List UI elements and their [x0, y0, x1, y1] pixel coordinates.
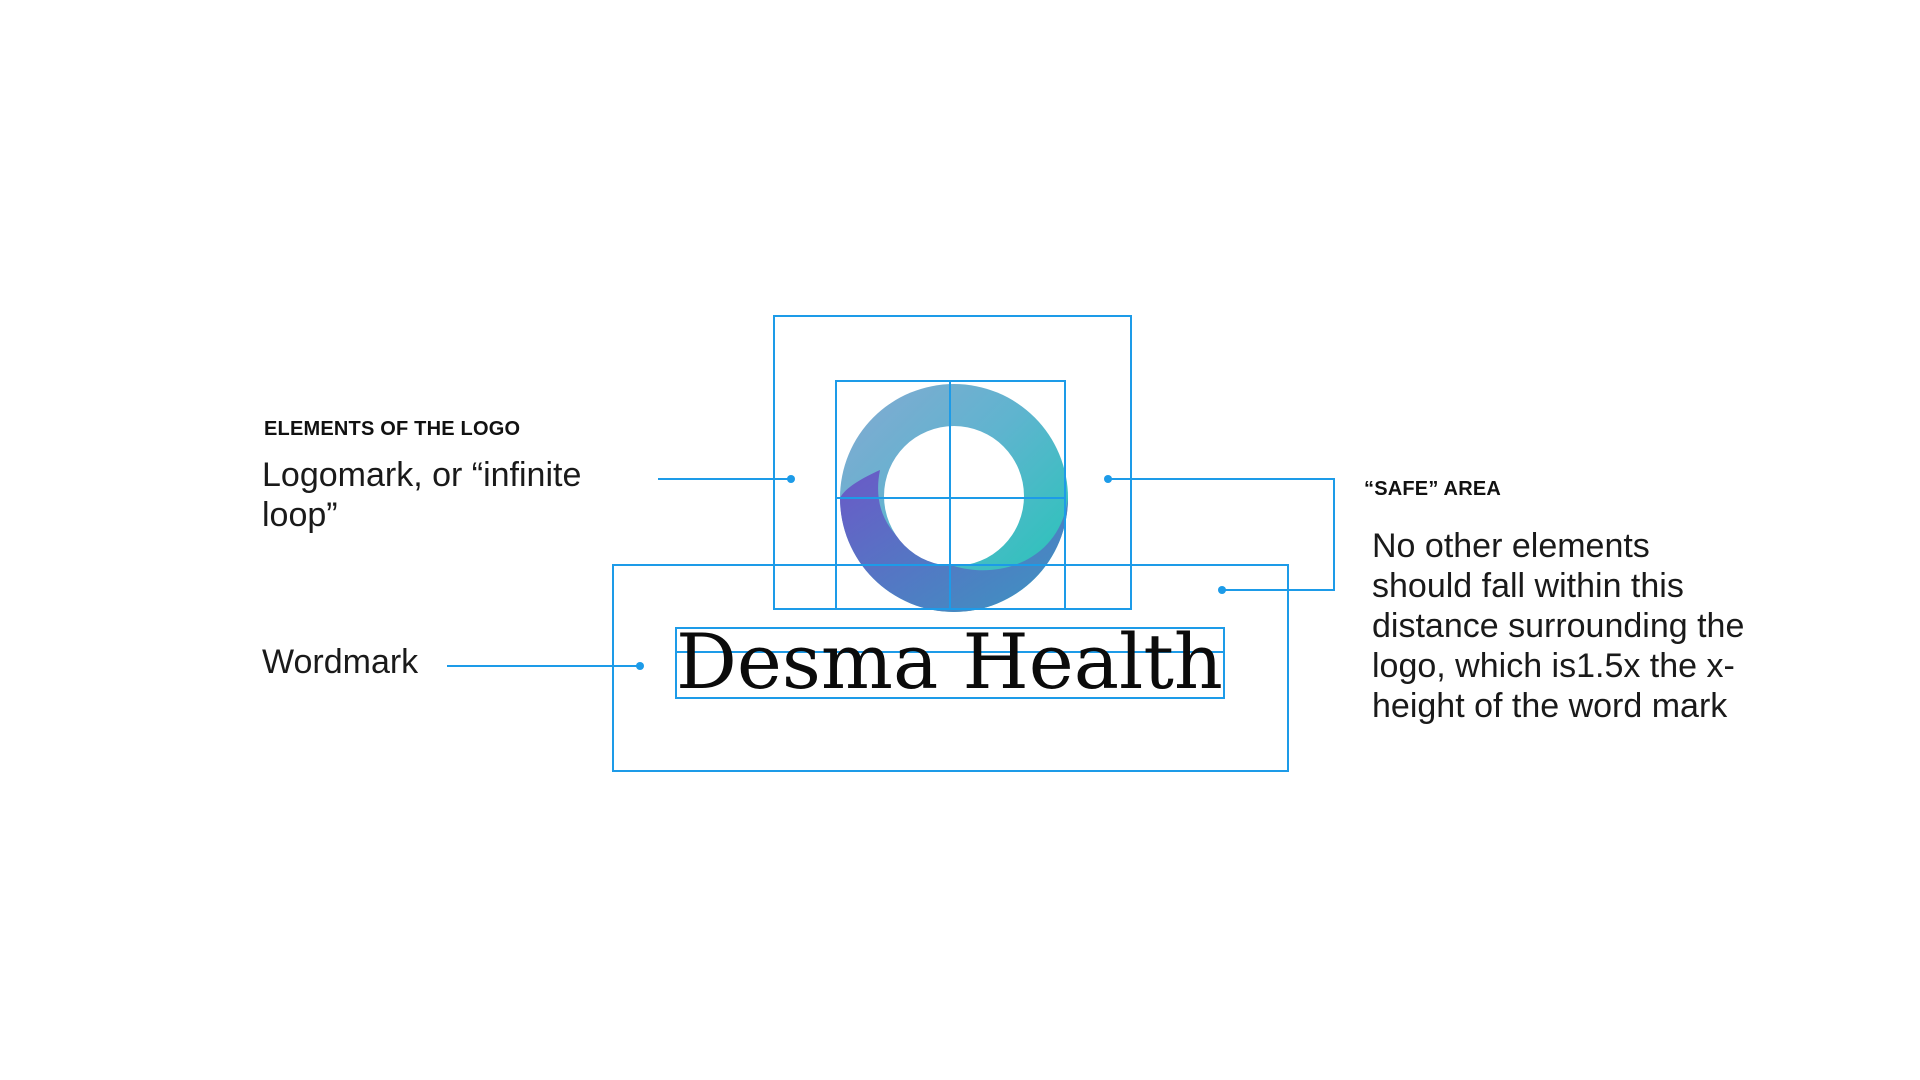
safe-area-callout-dot-top	[1104, 475, 1112, 483]
safe-area-callout-dot-bottom	[1218, 586, 1226, 594]
wordmark-safe-area-box	[612, 564, 1289, 772]
wordmark: Desma Health	[676, 617, 1223, 706]
safe-area-callout-line	[1108, 478, 1335, 591]
elements-heading: ELEMENTS OF THE LOGO	[264, 418, 521, 440]
wordmark-bounding-box	[675, 627, 1225, 699]
logomark-callout-dot	[787, 475, 795, 483]
safe-area-description: No other elements should fall within thi…	[1372, 527, 1745, 725]
logomark-label: Logomark, or “infinite loop”	[262, 456, 582, 534]
safe-area-heading: “SAFE” AREA	[1364, 478, 1502, 500]
wordmark-label: Wordmark	[262, 643, 419, 681]
wordmark-callout-dot	[636, 662, 644, 670]
